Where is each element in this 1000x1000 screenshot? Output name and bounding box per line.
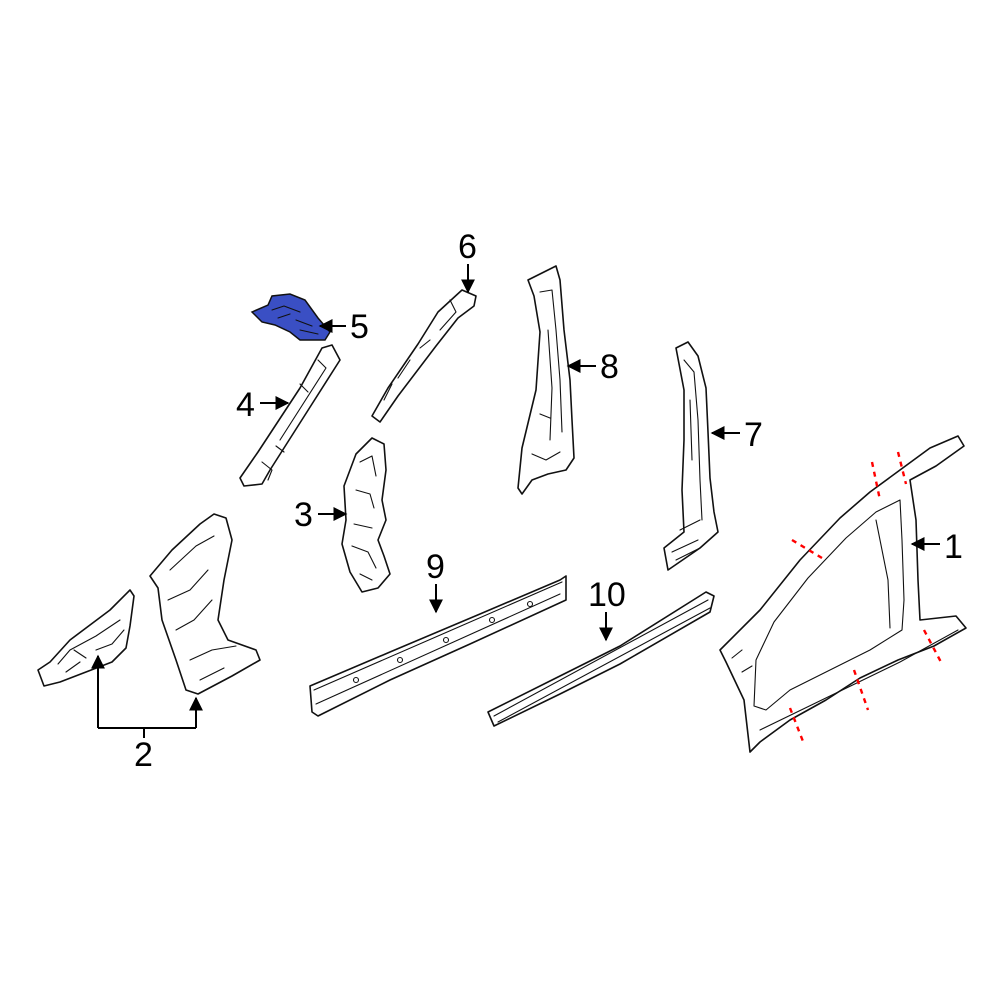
part-9-shape <box>309 575 567 717</box>
callout-4[interactable]: 4 <box>236 386 255 424</box>
cut-line <box>852 669 870 711</box>
part-6-inner-pillar[interactable] <box>371 289 477 423</box>
part-1-body-side-outer[interactable] <box>719 435 967 753</box>
cut-line <box>922 629 944 665</box>
part-9-hole <box>352 676 360 684</box>
part-10-rocker-extension[interactable] <box>487 591 715 727</box>
part-8-b-pillar-outer[interactable] <box>517 265 575 495</box>
part-3-shape <box>341 437 391 593</box>
callout-2[interactable]: 2 <box>134 736 153 774</box>
part-8-detail <box>531 289 563 461</box>
part-2-cowl-panel[interactable] <box>37 589 135 687</box>
callout-3[interactable]: 3 <box>294 496 313 534</box>
callout-10[interactable]: 10 <box>588 576 626 614</box>
part-9-hole <box>526 600 534 608</box>
part-2-cowl-detail <box>57 619 125 673</box>
part-9-hole <box>442 636 450 644</box>
part-8-shape <box>517 265 575 495</box>
part-9-hole <box>396 656 404 664</box>
part-4-detail <box>261 359 327 481</box>
part-1-panel-detail <box>731 519 959 731</box>
part-4-shape <box>239 344 341 487</box>
part-10-detail <box>493 599 711 723</box>
part-6-detail <box>383 299 457 401</box>
part-2-cowl-shape <box>37 589 135 687</box>
part-2-hinge-pillar[interactable] <box>149 513 261 695</box>
cut-lines <box>788 451 944 745</box>
callout-8[interactable]: 8 <box>600 348 619 386</box>
part-5-highlight-shape <box>250 293 331 341</box>
callout-6[interactable]: 6 <box>458 228 477 266</box>
part-9-hole <box>488 616 496 624</box>
part-5-detail <box>271 305 319 335</box>
part-3-hinge-reinforcement[interactable] <box>341 437 391 593</box>
part-5-bracket[interactable] <box>250 293 331 341</box>
callout-1[interactable]: 1 <box>944 528 963 566</box>
part-7-shape <box>663 341 719 571</box>
callout-5[interactable]: 5 <box>350 308 369 346</box>
cut-line <box>870 461 882 501</box>
part-2-pillar-detail <box>167 535 237 681</box>
leader-lines <box>91 264 940 738</box>
part-4-pillar-reinforcement[interactable] <box>239 344 341 487</box>
part-2-pillar-shape <box>149 513 261 695</box>
callout-7[interactable]: 7 <box>744 416 763 454</box>
part-10-shape <box>487 591 715 727</box>
part-3-detail <box>351 455 377 581</box>
callout-labels: 1 2 3 4 5 6 7 8 9 10 <box>134 228 963 774</box>
part-1-opening-detail <box>753 499 905 711</box>
part-1-outer-shape <box>719 435 967 753</box>
part-6-shape <box>371 289 477 423</box>
callout-9[interactable]: 9 <box>426 548 445 586</box>
part-9-detail <box>313 581 563 705</box>
cut-line <box>788 707 806 745</box>
part-7-b-pillar-reinforcement[interactable] <box>663 341 719 571</box>
part-7-detail <box>671 359 703 561</box>
part-9-inner-rocker[interactable] <box>309 575 567 717</box>
